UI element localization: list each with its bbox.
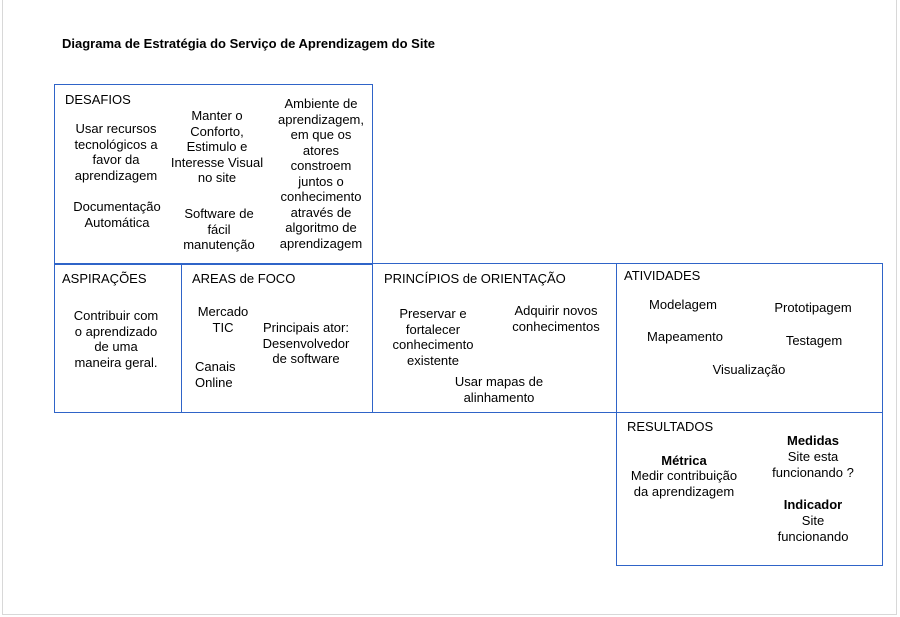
desafios-item-documentacao: Documentação Automática (66, 199, 168, 230)
resultados-indicador-title: Indicador (783, 497, 843, 512)
text-line: maneira geral. (74, 354, 158, 370)
atividades-item-visualizacao: Visualização (712, 362, 786, 377)
text-line: Online (195, 374, 233, 390)
text-line: algoritmo de (285, 220, 357, 235)
atividades-item-modelagem: Modelagem (649, 297, 717, 312)
text-line: Principais ator: (263, 320, 349, 335)
text-line: existente (406, 352, 460, 368)
resultados-box (616, 412, 883, 566)
text-line: através de (290, 204, 352, 220)
desafios-box (54, 84, 373, 265)
text-line: Conforto, (190, 123, 244, 139)
text-line: da aprendizagem (633, 483, 735, 499)
areas-foco-item-canais: Canais Online (195, 359, 245, 390)
text-line: constroem (290, 158, 352, 173)
text-line: alinhamento (463, 389, 535, 405)
diagram-title: Diagrama de Estratégia do Serviço de Apr… (62, 36, 436, 51)
text-line: de software (272, 351, 340, 366)
text-line: o aprendizado (74, 323, 158, 339)
text-line: fácil (207, 221, 231, 237)
text-line: Canais (195, 359, 236, 374)
text-line: TIC (212, 319, 234, 335)
resultados-medidas-text: Site esta funcionando ? (763, 449, 863, 480)
text-line: Usar mapas de (454, 374, 544, 389)
atividades-item-testagem: Testagem (785, 333, 843, 348)
text-line: favor da (92, 152, 140, 167)
desafios-heading: DESAFIOS (65, 92, 131, 107)
text-line: conhecimentos (512, 318, 600, 334)
text-line: funcionando ? (772, 464, 854, 480)
text-line: Desenvolvedor (262, 335, 350, 351)
aspiracoes-heading: ASPIRAÇÕES (62, 271, 147, 286)
text-line: Site (801, 513, 825, 528)
text-line: Usar recursos (75, 121, 157, 136)
text-line: Software de (184, 206, 254, 221)
text-line: Adquirir novos (514, 303, 598, 318)
text-line: Site esta (787, 449, 839, 464)
text-line: Estimulo e (186, 139, 248, 154)
text-line: conhecimento (392, 337, 474, 352)
text-line: Mercado (197, 304, 249, 319)
resultados-metrica-text: Medir contribuição da aprendizagem (624, 468, 744, 499)
principios-item-preservar: Preservar e fortalecer conhecimento exis… (384, 306, 482, 368)
text-line: em que os (290, 127, 352, 142)
text-line: Preservar e (399, 306, 467, 321)
text-line: aprendizagem, (278, 111, 364, 127)
resultados-medidas-title: Medidas (786, 433, 839, 448)
text-line: de uma (94, 339, 138, 354)
atividades-item-mapeamento: Mapeamento (647, 329, 723, 344)
text-line: fortalecer (405, 321, 461, 337)
resultados-indicador-text: Site funcionando (763, 513, 863, 544)
principios-item-adquirir: Adquirir novos conhecimentos (505, 303, 607, 334)
text-line: funcionando (777, 528, 849, 544)
text-line: aprendizagem (74, 167, 158, 183)
text-line: Automática (84, 214, 150, 230)
text-line: Manter o (191, 108, 243, 123)
text-line: Documentação (73, 199, 161, 214)
areas-foco-item-ator: Principais ator: Desenvolvedor de softwa… (256, 320, 356, 367)
text-line: Interesse Visual (170, 154, 264, 170)
principios-heading: PRINCÍPIOS de ORIENTAÇÃO (384, 271, 566, 286)
text-line: tecnológicos a (74, 136, 158, 152)
text-line: manutenção (183, 237, 255, 252)
text-line: atores (302, 142, 340, 158)
resultados-heading: RESULTADOS (627, 419, 714, 434)
text-line: Medir contribuição (630, 468, 738, 483)
text-line: Ambiente de (284, 96, 358, 111)
desafios-item-conforto: Manter o Conforto, Estimulo e Interesse … (166, 108, 268, 186)
atividades-heading: ATIVIDADES (624, 268, 701, 283)
text-line: aprendizagem (279, 235, 363, 251)
desafios-item-software: Software de fácil manutenção (175, 206, 263, 253)
text-line: conhecimento (280, 189, 362, 204)
text-line: Contribuir com (73, 308, 159, 323)
areas-foco-heading: AREAS de FOCO (192, 271, 296, 286)
text-line: juntos o (298, 173, 344, 189)
desafios-item-ambiente: Ambiente de aprendizagem, em que os ator… (271, 96, 371, 251)
desafios-item-recursos: Usar recursos tecnológicos a favor da ap… (67, 121, 165, 183)
resultados-metrica-title: Métrica (661, 453, 707, 468)
aspiracoes-item-contribuir: Contribuir com o aprendizado de uma mane… (66, 308, 166, 370)
areas-foco-item-mercado: Mercado TIC (192, 304, 254, 335)
principios-item-mapas: Usar mapas de alinhamento (446, 374, 552, 405)
text-line: no site (197, 170, 237, 185)
atividades-item-prototipagem: Prototipagem (774, 300, 852, 315)
